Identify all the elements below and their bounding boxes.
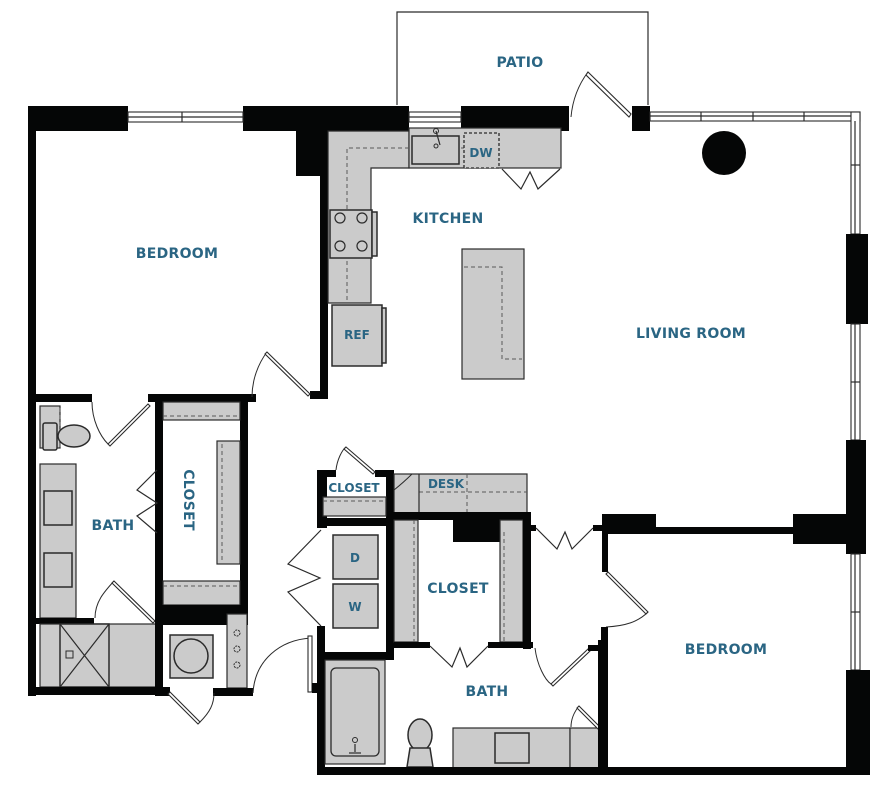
washer (332, 583, 379, 629)
room-label-closet-walkin-1: CLOSET (180, 469, 196, 531)
room-label-kitchen: KITCHEN (413, 211, 484, 227)
entry (252, 635, 322, 694)
appliance-label-dryer: D (350, 551, 360, 565)
bedroom-2-door[interactable] (605, 571, 649, 615)
top-wall (28, 106, 861, 176)
room-label-patio: PATIO (497, 55, 544, 71)
patio-outline (396, 11, 649, 105)
window-kitchen (408, 111, 462, 123)
sink-icon (43, 552, 73, 588)
kitchen: DW REF KITCHEN (327, 127, 562, 380)
bath-2-door[interactable] (550, 648, 591, 687)
desk: DESK (393, 473, 528, 514)
sink-icon (494, 732, 530, 764)
burner-icon (334, 240, 346, 252)
bedroom-2: BEDROOM (601, 514, 795, 773)
mechanical-closet (155, 605, 253, 725)
drain-icon (65, 650, 74, 659)
structural-column (702, 131, 746, 175)
burner-icon (356, 240, 368, 252)
bath-1: BATH (28, 394, 170, 695)
small-closet: CLOSET (317, 446, 394, 528)
kitchen-sink (411, 135, 460, 165)
room-label-bedroom-1: BEDROOM (136, 246, 218, 262)
faucet-icon (433, 128, 441, 149)
room-label-desk: DESK (428, 477, 465, 491)
toilet-icon (406, 718, 434, 768)
appliance-label-dishwasher: DW (469, 146, 492, 160)
bath-1-inner-door[interactable] (111, 580, 156, 624)
room-label-bath-1: BATH (92, 518, 135, 534)
burner-icon (356, 212, 368, 224)
bath-1-vanity (39, 463, 77, 619)
room-label-bedroom-2: BEDROOM (685, 642, 767, 658)
sink-icon (43, 490, 73, 526)
pantry-doors[interactable] (501, 168, 561, 191)
window-bedroom-1 (127, 111, 244, 123)
room-label-living-room: LIVING ROOM (636, 326, 746, 342)
laundry-doors[interactable] (286, 529, 322, 627)
closet-walkin-2: CLOSET (390, 512, 533, 669)
bedroom-1: BEDROOM (28, 106, 328, 696)
closet-1-doors[interactable] (135, 469, 159, 534)
closet-walkin-1: CLOSET (162, 394, 248, 620)
dryer (332, 534, 379, 580)
entry-door[interactable] (307, 635, 313, 693)
window-living-top (649, 111, 861, 122)
closet-2-doors[interactable] (429, 645, 489, 669)
mechanical-door[interactable] (167, 691, 201, 725)
room-label-bath-2: BATH (466, 684, 509, 700)
burner-icon (334, 212, 346, 224)
right-wall (793, 111, 870, 770)
small-closet-door[interactable] (343, 446, 376, 475)
appliance-label-refrigerator: REF (344, 328, 370, 342)
appliance-label-washer: W (348, 600, 361, 614)
dishwasher (463, 132, 500, 169)
range-cooktop (329, 209, 373, 259)
room-label-closet-small: CLOSET (328, 481, 380, 495)
room-label-closet-walkin-2: CLOSET (427, 581, 489, 597)
patio-door[interactable] (585, 71, 632, 118)
laundry: D W (286, 518, 394, 661)
hall (526, 525, 605, 551)
toilet-icon (42, 422, 91, 451)
patio: PATIO (396, 11, 649, 118)
bedroom-1-door-swing (251, 351, 268, 398)
hall-linen-doors[interactable] (535, 527, 594, 551)
bath-2: BATH (317, 640, 870, 775)
kitchen-island (461, 248, 525, 380)
bedroom-1-door[interactable] (264, 351, 311, 397)
patio-door-swing (570, 71, 589, 118)
bath-1-door[interactable] (107, 403, 151, 447)
